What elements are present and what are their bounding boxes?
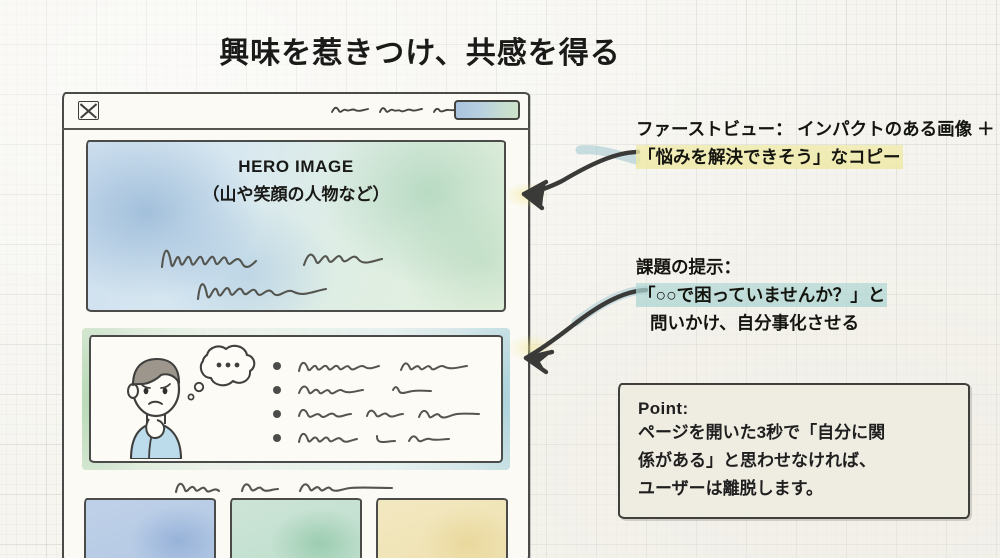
browser-chrome-bar xyxy=(62,92,530,130)
annotation-first-view: ファーストビュー： インパクトのある画像 ＋ 「悩みを解決できそう」なコピー xyxy=(636,115,994,171)
point-callout-box: Point: ページを開いた3秒で「自分に関 係がある」と思わせなければ、 ユー… xyxy=(618,383,970,519)
list-item-squiggle xyxy=(298,432,450,444)
nav-cta-button[interactable] xyxy=(454,100,520,120)
annotation-line-highlighted: 「悩みを解決できそう」なコピー xyxy=(636,143,903,171)
list-item-squiggle xyxy=(298,408,480,419)
annotation-line: インパクトのある画像 ＋ xyxy=(797,119,995,139)
annotation-line-highlighted: 「○○で困っていませんか？」と xyxy=(636,281,888,309)
bullet-list xyxy=(273,354,489,450)
list-item-squiggle xyxy=(298,361,468,372)
page-title: 興味を惹きつけ、共感を得る xyxy=(219,37,621,70)
nav-squiggle-icon-2[interactable] xyxy=(378,104,424,116)
list-item-squiggle xyxy=(298,385,432,395)
section-divider-squiggle xyxy=(174,480,434,501)
point-line: ユーザーは離脱します。 xyxy=(638,479,823,498)
point-line: ページを開いた3秒で「自分に関 xyxy=(638,423,886,442)
problem-section-block xyxy=(82,328,510,470)
bullet-dot-icon xyxy=(273,410,281,418)
card-blue[interactable] xyxy=(84,498,216,558)
hero-image-block: HERO IMAGE （山や笑顔の人物など） xyxy=(86,140,506,312)
list-item xyxy=(273,426,489,450)
hero-caption: HERO IMAGE （山や笑顔の人物など） xyxy=(88,157,504,205)
list-item xyxy=(273,378,489,402)
list-item xyxy=(273,354,489,378)
card-green[interactable] xyxy=(230,498,362,558)
hero-subtitle: （山や笑顔の人物など） xyxy=(202,185,390,204)
point-label: Point: xyxy=(638,399,689,418)
list-item xyxy=(273,402,489,426)
card-yellow[interactable] xyxy=(376,498,508,558)
nav-squiggle-icon-1[interactable] xyxy=(330,104,370,116)
bullet-dot-icon xyxy=(273,362,281,370)
problem-section-inner xyxy=(89,335,503,463)
annotation-line: 課題の提示： xyxy=(636,257,741,277)
worried-person-icon xyxy=(111,351,199,464)
annotation-line: ファーストビュー： xyxy=(636,119,793,139)
thought-bubble-icon xyxy=(181,343,257,410)
bullet-dot-icon xyxy=(273,434,281,442)
browser-window-mockup: HERO IMAGE （山や笑顔の人物など） xyxy=(62,92,530,558)
point-line: 係がある」と思わせなければ、 xyxy=(638,451,876,470)
x-box-icon xyxy=(78,101,99,120)
bullet-dot-icon xyxy=(273,386,281,394)
hero-title: HERO IMAGE xyxy=(238,157,354,176)
card-row xyxy=(84,498,508,558)
annotation-problem-statement: 課題の提示： 「○○で困っていませんか？」と 問いかけ、自分事化させる xyxy=(636,253,888,337)
hero-placeholder-squiggles xyxy=(158,237,468,308)
annotation-line: 問いかけ、自分事化させる xyxy=(650,313,860,333)
